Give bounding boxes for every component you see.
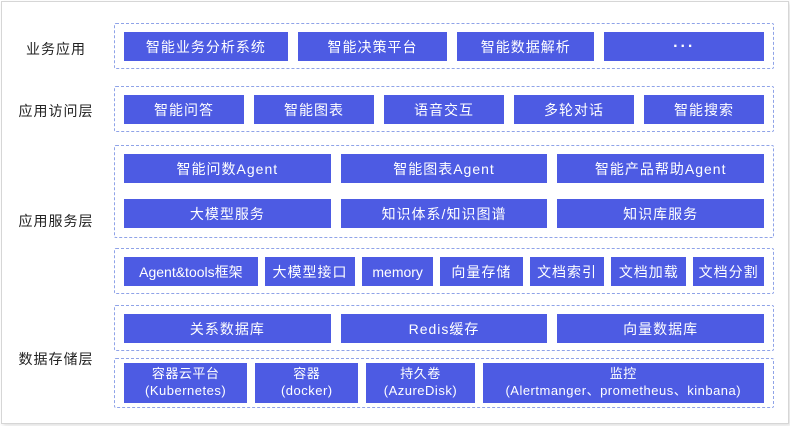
node-decision-platform: 智能决策平台 <box>297 32 448 61</box>
row-databases: 关系数据库 Redis缓存 向量数据库 <box>124 314 765 343</box>
node-redis-cache: Redis缓存 <box>340 314 548 343</box>
node-llm-api: 大模型接口 <box>264 257 356 286</box>
node-business-analysis-system: 智能业务分析系统 <box>124 32 288 61</box>
row-framework: Agent&tools框架 大模型接口 memory 向量存储 文档索引 文档加… <box>124 257 764 286</box>
group-databases: 关系数据库 Redis缓存 向量数据库 <box>114 305 774 351</box>
layer-label-storage: 数据存储层 <box>18 351 94 367</box>
node-label-line2: (docker) <box>280 383 333 398</box>
node-relational-db: 关系数据库 <box>124 314 331 343</box>
node-container-docker: 容器 (docker) <box>255 363 359 403</box>
node-knowledge-base: 知识库服务 <box>557 199 765 228</box>
node-data-parsing: 智能数据解析 <box>457 32 595 61</box>
node-memory: memory <box>362 257 434 286</box>
row-access-layer: 智能问答 智能图表 语音交互 多轮对话 智能搜索 <box>124 95 764 124</box>
node-more-apps-ellipsis: ··· <box>604 32 764 61</box>
node-label-line1: 持久卷 <box>400 366 441 382</box>
node-multi-turn: 多轮对话 <box>514 95 634 124</box>
node-agent-tools-framework: Agent&tools框架 <box>124 257 258 286</box>
group-framework: Agent&tools框架 大模型接口 memory 向量存储 文档索引 文档加… <box>114 248 774 294</box>
node-doc-loader: 文档加载 <box>611 257 687 286</box>
layer-label-service: 应用服务层 <box>18 213 94 229</box>
node-label-line1: 监控 <box>609 366 637 382</box>
node-knowledge-graph: 知识体系/知识图谱 <box>340 199 548 228</box>
group-infrastructure: 容器云平台 (Kubernetes) 容器 (docker) 持久卷 (Azur… <box>114 358 774 408</box>
node-agent-chart: 智能图表Agent <box>340 154 548 183</box>
node-agent-product-help: 智能产品帮助Agent <box>557 154 765 183</box>
node-persistent-volume-azuredisk: 持久卷 (AzureDisk) <box>366 363 475 403</box>
node-smart-qa: 智能问答 <box>124 95 244 124</box>
node-voice-interact: 语音交互 <box>384 95 504 124</box>
layer-label-access: 应用访问层 <box>18 103 94 119</box>
group-business-apps: 智能业务分析系统 智能决策平台 智能数据解析 ··· <box>114 23 774 69</box>
node-vector-db: 向量数据库 <box>557 314 765 343</box>
row-agents: 智能问数Agent 智能图表Agent 智能产品帮助Agent <box>124 154 765 183</box>
node-label-line1: 容器云平台 <box>151 366 220 382</box>
row-business-apps: 智能业务分析系统 智能决策平台 智能数据解析 ··· <box>124 32 764 61</box>
node-doc-index: 文档索引 <box>529 257 605 286</box>
group-agents-services: 智能问数Agent 智能图表Agent 智能产品帮助Agent 大模型服务 知识… <box>114 145 774 238</box>
node-monitoring-stack: 监控 (Alertmanger、prometheus、kinbana) <box>482 363 764 403</box>
node-vector-store: 向量存储 <box>440 257 523 286</box>
node-doc-splitter: 文档分割 <box>693 257 764 286</box>
node-label-line2: (Kubernetes) <box>145 383 227 398</box>
node-agent-data-query: 智能问数Agent <box>124 154 331 183</box>
node-smart-search: 智能搜索 <box>644 95 764 124</box>
node-container-cloud-kubernetes: 容器云平台 (Kubernetes) <box>124 363 248 403</box>
row-core-services: 大模型服务 知识体系/知识图谱 知识库服务 <box>124 199 765 228</box>
row-infrastructure: 容器云平台 (Kubernetes) 容器 (docker) 持久卷 (Azur… <box>124 363 764 403</box>
node-label-line1: 容器 <box>293 366 321 382</box>
layer-label-business: 业务应用 <box>26 41 86 57</box>
node-label-line2: (Alertmanger、prometheus、kinbana) <box>505 383 742 398</box>
node-smart-chart: 智能图表 <box>254 95 374 124</box>
node-llm-service: 大模型服务 <box>124 199 331 228</box>
group-access-layer: 智能问答 智能图表 语音交互 多轮对话 智能搜索 <box>114 86 774 132</box>
node-label-line2: (AzureDisk) <box>383 383 458 398</box>
